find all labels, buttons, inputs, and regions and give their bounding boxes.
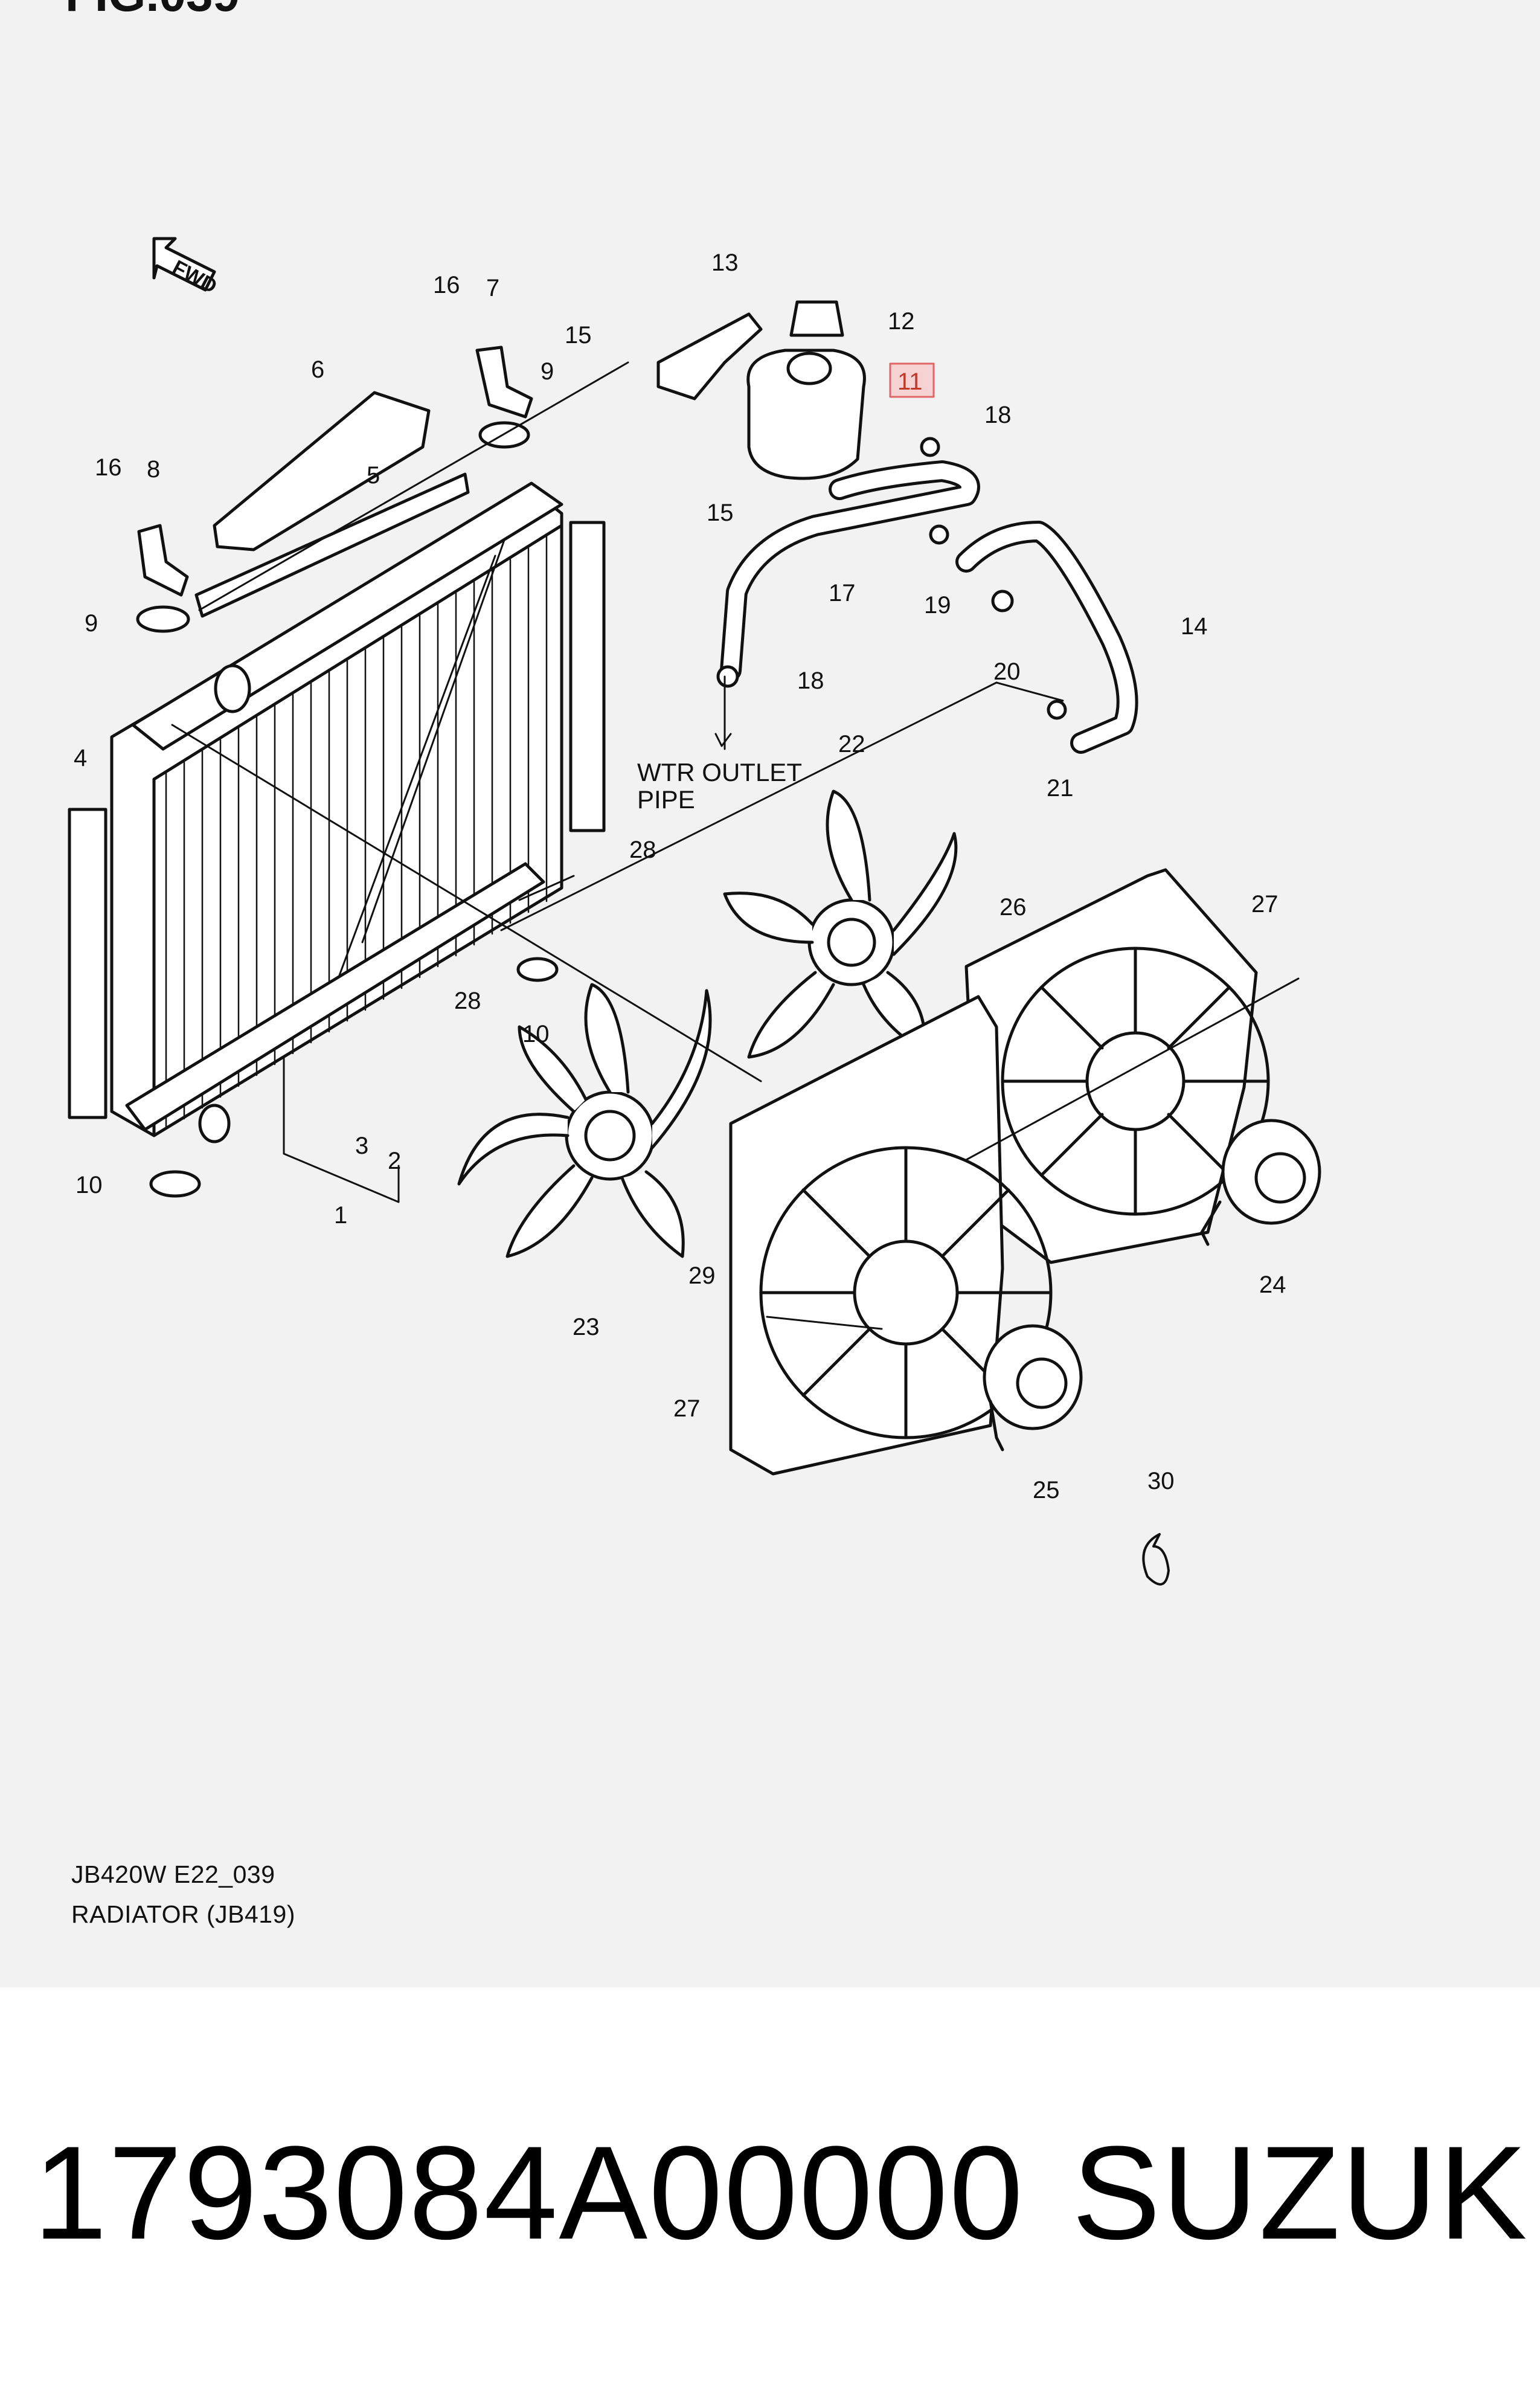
clamp-18-upper [920,437,940,457]
callout-9a: 9 [541,358,554,385]
callout-28b: 28 [454,988,481,1014]
callout-27b: 27 [673,1395,701,1422]
callout-4: 4 [74,745,87,771]
figure-title: RADIATOR (JB419) [71,1900,296,1928]
radiator-core [110,481,563,1143]
callout-8: 8 [147,456,160,483]
callout-7: 7 [486,275,499,301]
callout-23: 23 [573,1314,600,1340]
figure-code: JB420W E22_039 [71,1860,275,1888]
clamp-19 [929,524,949,545]
bracket-8 [137,524,189,597]
side-seal-right [569,521,606,832]
fwd-arrow-icon: FWD [152,237,220,298]
callout-30: 30 [1147,1468,1175,1494]
fan-22 [723,789,958,1059]
callout-10b: 10 [75,1172,103,1198]
fan-motor-24 [1200,1119,1321,1246]
callout-11-highlight [889,362,935,398]
callout-2: 2 [388,1148,401,1174]
callout-15a: 15 [565,322,592,349]
callout-14: 14 [1181,613,1208,640]
callout-18a: 18 [984,402,1012,428]
callout-21: 21 [1047,775,1074,802]
callout-27a: 27 [1251,891,1279,918]
callout-10a: 10 [522,1021,550,1047]
fan-shroud-26 [964,868,1270,1264]
callout-17: 17 [829,580,856,606]
fan-shroud-lower [729,995,1053,1476]
callout-26: 26 [999,894,1027,921]
diagram-sheet: FIG.039 FWD [0,0,1540,1987]
note-wtr-outlet: WTR OUTLET [637,758,802,786]
callout-19: 19 [924,592,951,619]
figure-header: FIG.039 [65,0,240,21]
callout-25: 25 [1033,1477,1060,1503]
callout-12: 12 [888,308,915,335]
callout-9b: 9 [85,610,98,637]
callout-24: 24 [1259,1272,1286,1298]
callout-1: 1 [334,1202,347,1229]
callout-16a: 16 [433,272,460,298]
part-number: 1793084A00000 [33,2118,1024,2267]
callout-11: 11 [897,368,923,395]
callout-22: 22 [838,731,865,757]
reservoir-tank [746,300,866,480]
side-seal-left [68,808,107,1119]
clip-30 [1142,1533,1170,1586]
callout-20: 20 [993,658,1021,685]
note-pipe: PIPE [637,785,695,814]
air-guide [213,391,431,551]
callout-28a: 28 [629,837,656,863]
fan-motor-25 [983,1324,1083,1452]
cushion-10-a [516,957,559,982]
clamp-18-lower [716,665,739,688]
callout-3: 3 [355,1133,368,1159]
callout-18b: 18 [797,667,824,694]
cushion-9-left [136,605,190,633]
callout-5: 5 [367,462,380,489]
brand-name: SUZUKI [1072,2118,1540,2267]
bracket-7 [475,346,533,419]
cushion-10-b [149,1170,201,1198]
callout-15b: 15 [707,500,734,526]
bracket-13 [656,312,763,400]
clamp-20 [991,590,1014,612]
radiator-exploded-diagram: FIG.039 FWD [65,0,1321,1586]
callout-29: 29 [688,1262,716,1289]
callout-13: 13 [711,249,739,276]
callout-16b: 16 [95,454,122,481]
fan-23 [457,983,712,1258]
callout-6: 6 [311,356,324,383]
clamp-21 [1047,699,1067,720]
